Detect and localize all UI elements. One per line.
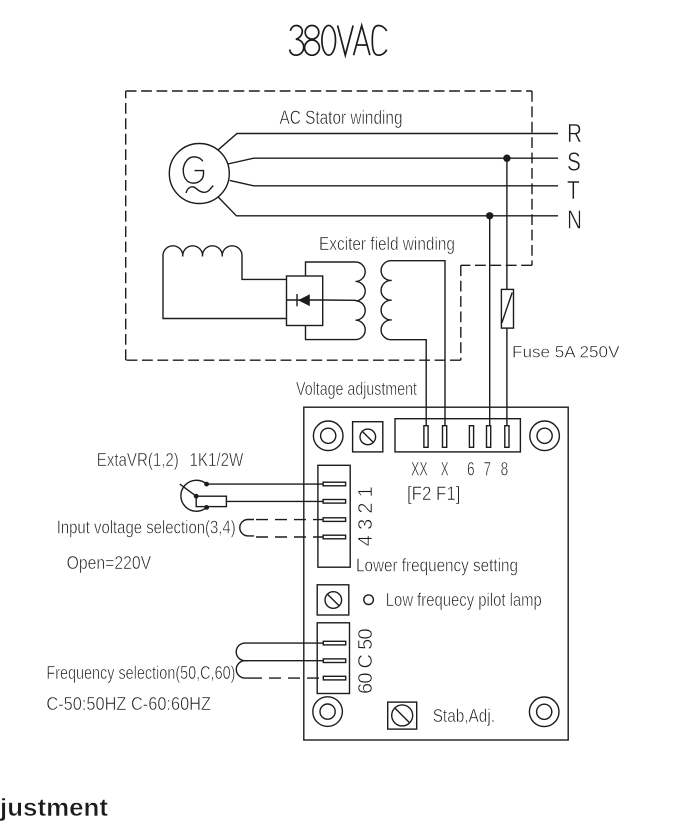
svg-text:AC Stator winding: AC Stator winding [280,108,403,129]
svg-text:Lower frequency setting: Lower frequency setting [356,556,518,576]
svg-text:Open=220V: Open=220V [67,553,152,573]
svg-text:6: 6 [467,458,475,480]
svg-text:XX: XX [411,459,428,480]
svg-text:S: S [567,147,581,176]
svg-text:C-50:50HZ C-60:60HZ: C-50:50HZ C-60:60HZ [46,694,211,714]
svg-text:8: 8 [501,458,509,480]
svg-text:T: T [567,176,580,205]
svg-text:X: X [441,460,449,480]
svg-text:Exciter field winding: Exciter field winding [319,234,455,254]
svg-text:1K1/2W: 1K1/2W [190,450,244,470]
svg-text:N: N [567,205,582,234]
svg-text:Low frequecy pilot lamp: Low frequecy pilot lamp [386,590,542,610]
svg-text:Voltage adjustment: Voltage adjustment [296,379,417,399]
svg-text:justment: justment [0,794,109,822]
svg-text:60 C 50: 60 C 50 [355,628,377,694]
svg-text:R: R [567,119,582,148]
svg-text:Frequency selection(50,C,60): Frequency selection(50,C,60) [46,663,235,683]
svg-text:7: 7 [484,458,492,480]
svg-text:Stab,Adj.: Stab,Adj. [433,706,495,726]
svg-text:ExtaVR(1,2): ExtaVR(1,2) [97,450,179,470]
svg-text:[F2 F1]: [F2 F1] [407,484,460,505]
svg-text:Fuse 5A 250V: Fuse 5A 250V [512,343,620,362]
svg-text:Input voltage selection(3,4): Input voltage selection(3,4) [57,518,236,538]
